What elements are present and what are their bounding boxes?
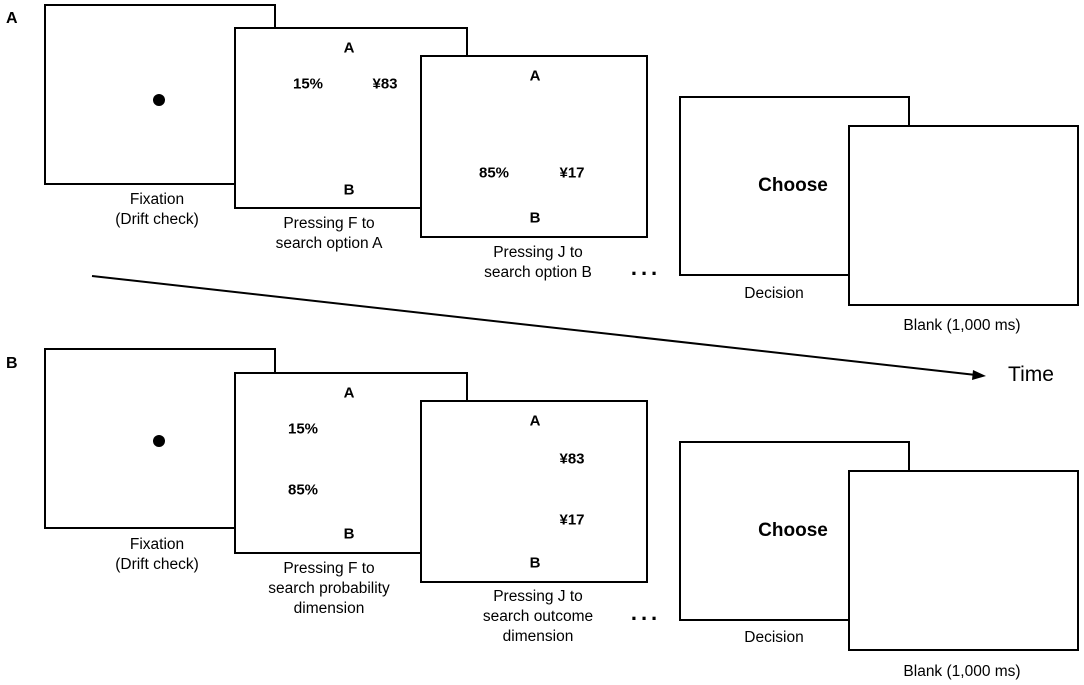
ellipsis: ... bbox=[630, 600, 662, 625]
caption-line: (Drift check) bbox=[115, 211, 199, 228]
probability-value: 15% bbox=[287, 420, 319, 438]
option-b-label: B bbox=[343, 181, 355, 199]
option-a-label: A bbox=[343, 39, 355, 57]
blank-screen-b bbox=[848, 470, 1079, 651]
search-screen-a2 bbox=[420, 55, 648, 238]
outcome-value: ¥17 bbox=[559, 511, 585, 529]
caption-line: Pressing F to bbox=[283, 560, 375, 577]
option-b-label: B bbox=[529, 554, 541, 572]
option-a-label: A bbox=[343, 384, 355, 402]
search-screen-b2 bbox=[420, 400, 648, 583]
ellipsis: ... bbox=[630, 255, 662, 280]
caption-line: Fixation bbox=[129, 191, 185, 208]
panel-b-label: B bbox=[6, 355, 18, 372]
outcome-value: ¥17 bbox=[559, 164, 585, 182]
outcome-value: ¥83 bbox=[372, 75, 398, 93]
outcome-value: ¥83 bbox=[559, 450, 585, 468]
caption-line: search outcome bbox=[482, 608, 594, 625]
option-b-label: B bbox=[529, 209, 541, 227]
blank-caption: Blank (1,000 ms) bbox=[903, 663, 1021, 680]
caption-line: Fixation bbox=[129, 536, 185, 553]
caption-line: search probability bbox=[268, 580, 390, 597]
caption-line: dimension bbox=[293, 600, 365, 617]
search-caption-a2: Pressing J to search option B bbox=[484, 243, 592, 283]
panel-a-label: A bbox=[6, 10, 18, 27]
search-caption-b1: Pressing F to search probability dimensi… bbox=[268, 559, 389, 619]
option-b-label: B bbox=[343, 525, 355, 543]
decision-caption: Decision bbox=[744, 285, 804, 302]
caption-line: Pressing J to bbox=[493, 588, 583, 605]
caption-line: Pressing J to bbox=[493, 244, 583, 261]
fixation-dot-icon bbox=[153, 435, 165, 447]
probability-value: 85% bbox=[478, 164, 510, 182]
search-caption-a1: Pressing F to search option A bbox=[276, 214, 383, 254]
caption-line: dimension bbox=[502, 628, 574, 645]
caption-line: search option A bbox=[275, 235, 383, 252]
time-label: Time bbox=[1008, 363, 1054, 386]
choose-text: Choose bbox=[758, 520, 828, 541]
caption-line: Pressing F to bbox=[283, 215, 375, 232]
fixation-caption-a: Fixation (Drift check) bbox=[115, 190, 199, 230]
option-a-label: A bbox=[529, 67, 541, 85]
fixation-dot-icon bbox=[153, 94, 165, 106]
choose-text: Choose bbox=[758, 175, 828, 196]
blank-caption: Blank (1,000 ms) bbox=[903, 317, 1021, 334]
probability-value: 85% bbox=[287, 481, 319, 499]
decision-caption: Decision bbox=[744, 629, 804, 646]
probability-value: 15% bbox=[292, 75, 324, 93]
caption-line: search option B bbox=[484, 264, 592, 281]
fixation-caption-b: Fixation (Drift check) bbox=[115, 535, 199, 575]
caption-line: (Drift check) bbox=[115, 556, 199, 573]
blank-screen-a bbox=[848, 125, 1079, 306]
search-caption-b2: Pressing J to search outcome dimension bbox=[483, 587, 593, 647]
option-a-label: A bbox=[529, 412, 541, 430]
